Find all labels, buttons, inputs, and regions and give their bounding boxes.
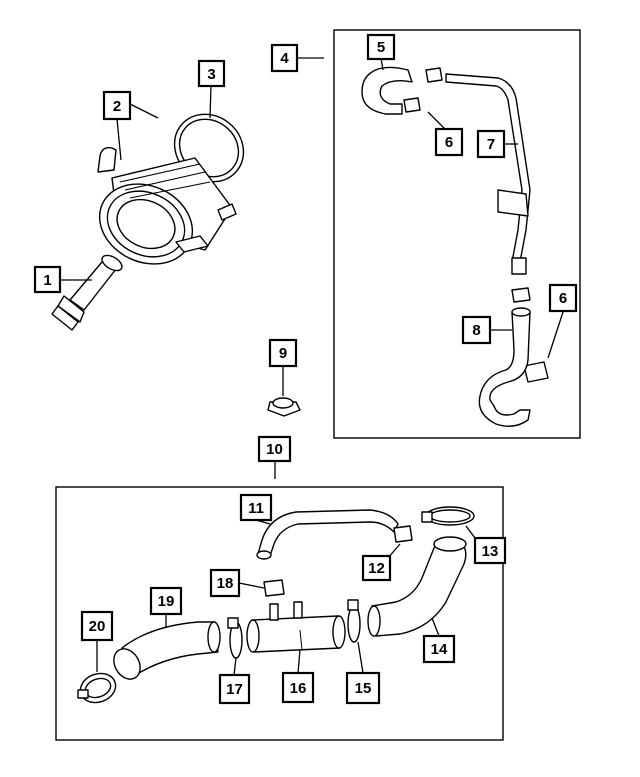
callout-17: 17 xyxy=(218,673,251,705)
part-15-clamp xyxy=(347,599,361,643)
callout-16: 16 xyxy=(281,671,315,704)
part-6-clip-lower xyxy=(511,287,549,383)
svg-text:9: 9 xyxy=(279,345,287,362)
part-18-clip xyxy=(263,579,285,597)
callout-4: 4 xyxy=(270,43,299,73)
callout-13: 13 xyxy=(473,536,507,565)
part-17-clamp xyxy=(227,617,243,659)
callout-9: 9 xyxy=(268,338,298,368)
callout-14: 14 xyxy=(422,634,456,664)
svg-text:20: 20 xyxy=(89,618,106,635)
svg-text:19: 19 xyxy=(158,593,175,610)
svg-text:8: 8 xyxy=(472,322,480,339)
svg-text:6: 6 xyxy=(559,290,567,307)
part-12-clip xyxy=(393,525,413,543)
svg-text:1: 1 xyxy=(43,272,51,289)
callout-20: 20 xyxy=(80,610,114,642)
part-6-clip-upper xyxy=(403,67,443,113)
callout-7: 7 xyxy=(476,129,506,159)
part-7-tube xyxy=(445,73,531,275)
callout-18: 18 xyxy=(209,568,241,598)
callout-2: 2 xyxy=(102,90,132,121)
callout-8: 8 xyxy=(461,315,492,345)
svg-text:14: 14 xyxy=(431,641,448,658)
svg-text:17: 17 xyxy=(226,681,243,698)
part-8-hose xyxy=(478,307,531,427)
part-9-nut xyxy=(267,397,301,417)
leader-lines xyxy=(60,57,564,676)
callout-15: 15 xyxy=(345,671,381,705)
callout-11: 11 xyxy=(239,493,273,522)
part-20-clamp xyxy=(77,672,117,704)
svg-text:10: 10 xyxy=(266,441,283,458)
part-1-fitting xyxy=(51,254,123,331)
part-5-hose xyxy=(361,66,413,115)
svg-text:2: 2 xyxy=(113,98,121,115)
callout-12: 12 xyxy=(361,554,392,582)
part-16-connector xyxy=(246,601,346,653)
part-13-clamp xyxy=(421,506,475,526)
callout-3: 3 xyxy=(197,59,226,88)
svg-text:4: 4 xyxy=(280,50,289,67)
svg-text:11: 11 xyxy=(248,500,264,517)
svg-text:6: 6 xyxy=(445,134,453,151)
frame-group-10 xyxy=(55,486,504,741)
part-11-hose xyxy=(256,509,399,560)
part-19-hose xyxy=(113,621,221,680)
callout-6-upper: 6 xyxy=(434,127,464,157)
svg-text:3: 3 xyxy=(207,66,215,83)
frame-group-4 xyxy=(333,29,581,439)
svg-text:16: 16 xyxy=(290,680,307,697)
svg-text:12: 12 xyxy=(368,560,385,577)
svg-text:18: 18 xyxy=(217,575,234,592)
part-14-hose xyxy=(367,536,467,637)
svg-text:13: 13 xyxy=(482,543,499,560)
part-2-oil-cooler xyxy=(97,146,237,265)
callout-5: 5 xyxy=(366,33,396,61)
svg-text:7: 7 xyxy=(487,136,495,153)
callout-1: 1 xyxy=(33,265,62,294)
svg-text:15: 15 xyxy=(355,680,372,697)
callout-19: 19 xyxy=(149,586,183,616)
svg-text:5: 5 xyxy=(377,39,385,56)
callout-10: 10 xyxy=(257,435,292,463)
callout-6-lower: 6 xyxy=(548,283,578,313)
